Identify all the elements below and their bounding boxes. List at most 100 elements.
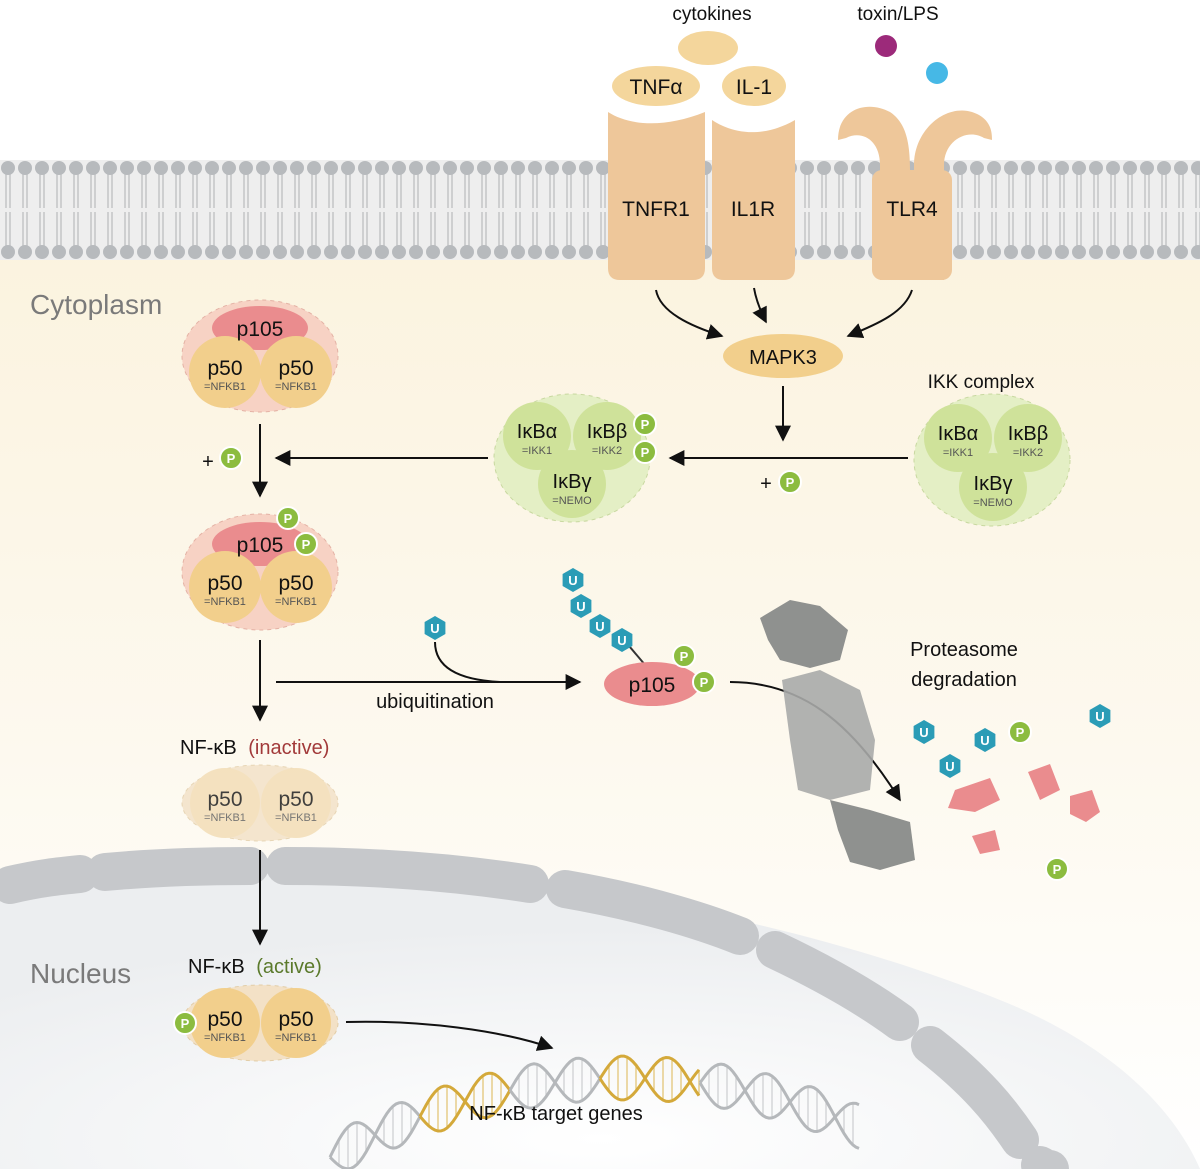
transcription-arrow — [345, 1020, 554, 1051]
ikk-complex-inactive: IκBα =IKK1 IκBβ =IKK2 IκBγ =NEMO — [913, 393, 1071, 527]
tnfr1-label: TNFR1 — [622, 198, 690, 221]
plus-sign-p105: + — [202, 451, 214, 473]
mapk3-node — [723, 334, 843, 378]
phosphate-badge: P — [219, 446, 243, 470]
tnfa-ligand — [612, 66, 700, 106]
ubiquitin-feed-curve — [434, 641, 501, 683]
ubiquitin-badge: U — [974, 728, 996, 752]
proteasome-label-line1: Proteasome — [910, 639, 1018, 661]
nemo-label: =NEMO — [552, 495, 592, 507]
il1r-receptor: IL1R — [712, 120, 795, 280]
phosphate-badge: P — [778, 470, 802, 494]
svg-text:P: P — [786, 475, 795, 490]
ikk-complex-active: IκBα =IKK1 IκBβ =IKK2 IκBγ =NEMO — [493, 393, 651, 523]
svg-text:P: P — [641, 445, 650, 460]
p105-ubiquitinated — [604, 662, 700, 706]
p50-label: p50 — [278, 357, 313, 380]
ikk2-label: =IKK2 — [592, 445, 622, 457]
ubiquitin-badge: U — [913, 720, 935, 744]
phosphate-badge: P — [692, 670, 716, 694]
nfkb-inactive-title: NF-κB (inactive) — [180, 737, 329, 759]
svg-text:U: U — [430, 621, 439, 636]
cytokines-label: cytokines — [672, 4, 751, 25]
nfkb-inactive-dimer: p50 =NFKB1 p50 =NFKB1 — [181, 764, 339, 842]
ikk1-label: =IKK1 — [522, 445, 552, 457]
p50-label: p50 — [278, 572, 313, 595]
cytokine-blob — [678, 31, 738, 65]
ikbg-label: IκBγ — [553, 471, 592, 493]
ubiquitin-badge: U — [611, 628, 633, 652]
target-genes-label: NF-κB target genes — [469, 1103, 642, 1125]
nfkb-active-title: NF-κB (active) — [188, 956, 322, 978]
il1r-label: IL1R — [731, 198, 775, 221]
ikk2-label: =IKK2 — [1013, 447, 1043, 459]
cytoplasm-label: Cytoplasm — [30, 289, 162, 320]
svg-text:P: P — [641, 417, 650, 432]
svg-text:U: U — [576, 599, 585, 614]
svg-text:U: U — [919, 725, 928, 740]
ubiquitination-label: ubiquitination — [376, 691, 494, 713]
p50-label: p50 — [207, 357, 242, 380]
il1-ligand — [722, 66, 786, 106]
p105-label: p105 — [629, 674, 676, 697]
phosphate-badge: P — [1008, 720, 1032, 744]
phosphate-badge: P — [173, 1011, 197, 1035]
svg-text:U: U — [980, 733, 989, 748]
lps-particle — [926, 62, 948, 84]
svg-text:P: P — [181, 1016, 190, 1031]
nfkb-label: NF-κB — [188, 956, 245, 978]
svg-text:U: U — [568, 573, 577, 588]
nucleus-region — [0, 865, 1200, 1169]
nfkb1-label: =NFKB1 — [204, 1032, 246, 1044]
phosphate-badge: P — [294, 532, 318, 556]
svg-text:P: P — [227, 451, 236, 466]
p50-label: p50 — [207, 1008, 242, 1031]
toxin-lps-label: toxin/LPS — [857, 4, 938, 25]
toxin-particle — [875, 35, 897, 57]
ikk-complex-label: IKK complex — [928, 372, 1035, 393]
tnfr1-receptor: TNFR1 — [608, 112, 705, 280]
svg-text:U: U — [595, 619, 604, 634]
p105-label: p105 — [237, 318, 284, 341]
tnfa-label: TNFα — [630, 76, 683, 99]
svg-text:P: P — [302, 537, 311, 552]
tlr4-label: TLR4 — [886, 198, 938, 221]
tlr4-receptor: TLR4 — [838, 106, 992, 280]
phosphate-badge: P — [633, 412, 657, 436]
nfkb-label: NF-κB — [180, 737, 237, 759]
nfkb1-label: =NFKB1 — [204, 381, 246, 393]
mapk3-label: MAPK3 — [749, 347, 817, 369]
ubiquitin-badge: U — [562, 568, 584, 592]
proteasome-label-line2: degradation — [911, 669, 1017, 691]
svg-text:P: P — [700, 675, 709, 690]
svg-text:U: U — [945, 759, 954, 774]
receptor-arrows — [655, 287, 913, 340]
ubiquitin-badge: U — [589, 614, 611, 638]
svg-text:P: P — [1053, 862, 1062, 877]
p105-label: p105 — [237, 534, 284, 557]
phosphate-badge: P — [1045, 857, 1069, 881]
p50-label: p50 — [278, 1008, 313, 1031]
phosphate-badge: P — [633, 440, 657, 464]
nfkb1-label: =NFKB1 — [204, 596, 246, 608]
phosphate-badge: P — [672, 644, 696, 668]
phosphate-badge: P — [276, 506, 300, 530]
nucleus-label: Nucleus — [30, 958, 131, 989]
dna-helix — [328, 1054, 860, 1169]
p50-label: p50 — [278, 788, 313, 811]
svg-text:U: U — [1095, 709, 1104, 724]
inactive-label: (inactive) — [248, 737, 329, 759]
ikk1-label: =IKK1 — [943, 447, 973, 459]
p50-label: p50 — [207, 788, 242, 811]
active-label: (active) — [256, 956, 322, 978]
nfkb1-label: =NFKB1 — [204, 812, 246, 824]
ikba-label: IκBα — [517, 421, 557, 443]
nfkb1-label: =NFKB1 — [275, 812, 317, 824]
ikba-label: IκBα — [938, 423, 978, 445]
p50-label: p50 — [207, 572, 242, 595]
ubiquitin-badge: U — [939, 754, 961, 778]
svg-text:P: P — [680, 649, 689, 664]
